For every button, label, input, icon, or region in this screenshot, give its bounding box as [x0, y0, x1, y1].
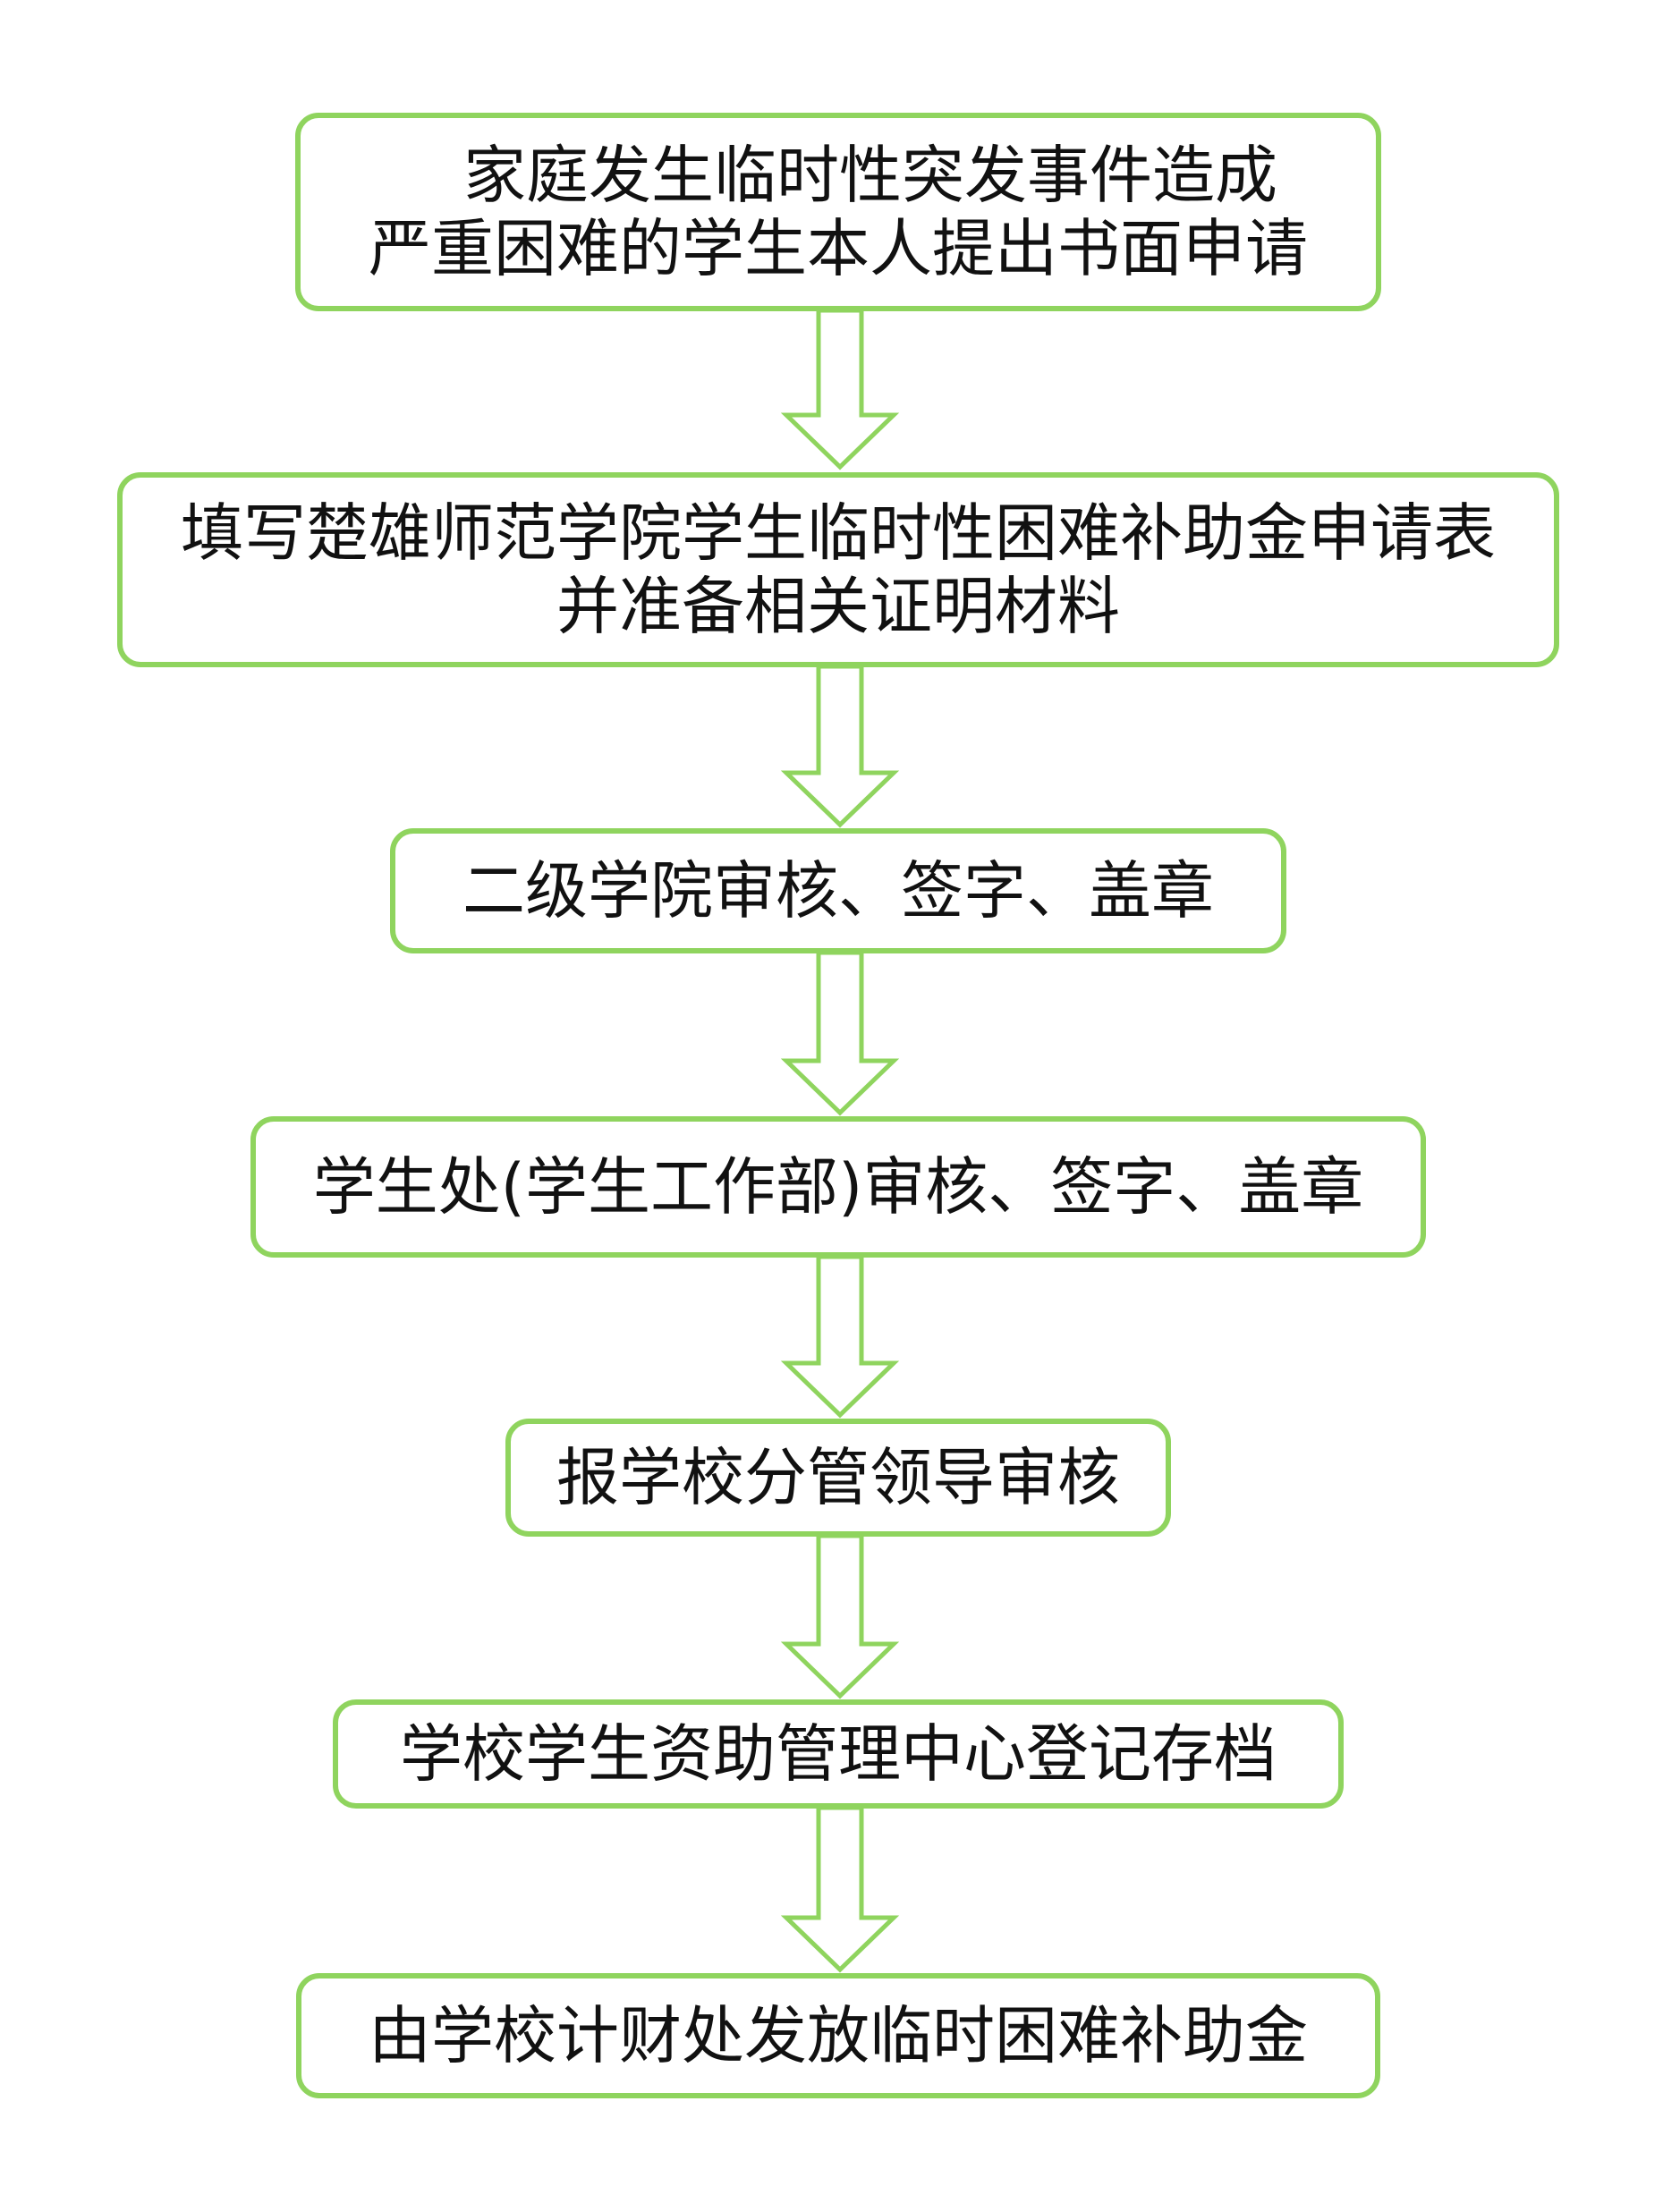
step-6-line-1: 学校学生资助管理中心登记存档	[400, 1717, 1277, 1791]
step-2-box: 填写楚雄师范学院学生临时性困难补助金申请表 并准备相关证明材料	[117, 472, 1559, 667]
step-2-line-2: 并准备相关证明材料	[556, 570, 1120, 643]
step-1-box: 家庭发生临时性突发事件造成 严重困难的学生本人提出书面申请	[295, 113, 1381, 311]
down-arrow-icon	[780, 1254, 900, 1419]
step-7-box: 由学校计财处发放临时困难补助金	[296, 1973, 1380, 2098]
step-1-line-2: 严重困难的学生本人提出书面申请	[369, 212, 1308, 285]
step-1-line-1: 家庭发生临时性突发事件造成	[463, 139, 1277, 212]
step-5-box: 报学校分管领导审核	[505, 1419, 1171, 1537]
down-arrow-icon	[780, 664, 900, 828]
step-4-box: 学生处(学生工作部)审核、签字、盖章	[250, 1116, 1426, 1258]
step-3-box: 二级学院审核、签字、盖章	[390, 828, 1286, 953]
down-arrow-icon	[780, 950, 900, 1116]
step-5-line-1: 报学校分管领导审核	[556, 1441, 1120, 1514]
down-arrow-icon	[780, 308, 900, 470]
step-2-line-1: 填写楚雄师范学院学生临时性困难补助金申请表	[181, 496, 1496, 570]
step-7-line-1: 由学校计财处发放临时困难补助金	[369, 1999, 1308, 2072]
down-arrow-icon	[780, 1805, 900, 1973]
step-6-box: 学校学生资助管理中心登记存档	[333, 1699, 1344, 1809]
step-3-line-1: 二级学院审核、签字、盖章	[462, 854, 1214, 928]
step-4-line-1: 学生处(学生工作部)审核、签字、盖章	[312, 1150, 1364, 1224]
down-arrow-icon	[780, 1533, 900, 1699]
